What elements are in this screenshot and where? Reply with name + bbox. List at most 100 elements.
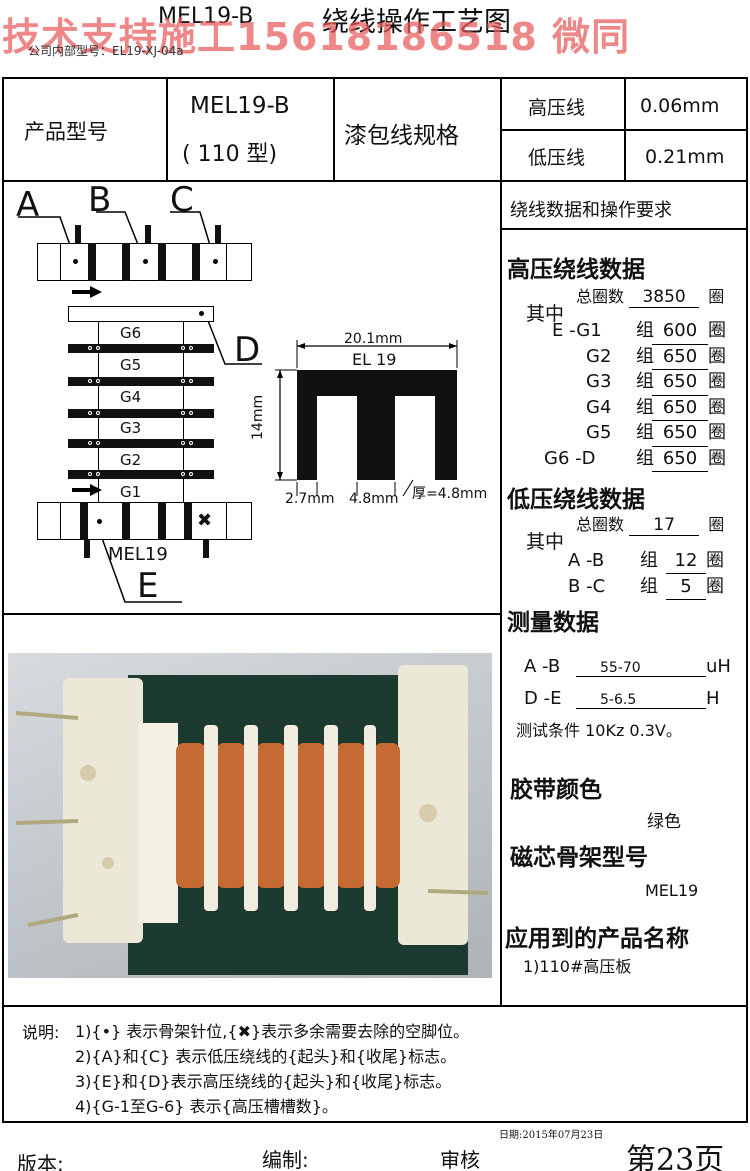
lv-total-label: 总圈数 [576, 515, 625, 534]
hv-row-unit: 圈 [708, 422, 726, 443]
bobbin-heading: 磁芯骨架型号 [510, 845, 648, 871]
note-line: 1){•} 表示骨架针位,{✖}表示多余需要去除的空脚位。 [75, 1022, 470, 1041]
pin-a-icon [73, 259, 78, 264]
measure-row-unit: H [706, 688, 720, 709]
pin-d-icon [199, 311, 204, 316]
label-a: A [16, 185, 40, 225]
hv-row-unit: 圈 [708, 371, 726, 392]
measure-heading: 测量数据 [507, 610, 599, 636]
hv-row-unit: 圈 [708, 396, 726, 418]
measure-row-name: A -B [524, 656, 561, 677]
bobbin-label: MEL19 [108, 544, 168, 565]
hv-row-group: 组 [636, 396, 654, 418]
arrow-right-icon [72, 484, 102, 496]
hv-wire-label: 高压线 [528, 97, 586, 119]
hv-row-name: E -G1 [552, 320, 602, 341]
note-line: 2){A}和{C} 表示低压绕线的{起头}和{收尾}标志。 [75, 1047, 457, 1066]
hv-row-value: 650 [652, 396, 708, 421]
lv-row-value: 12 [666, 548, 706, 574]
hv-wire-value: 0.06mm [640, 95, 720, 117]
notes-list: 1){•} 表示骨架针位,{✖}表示多余需要去除的空脚位。 2){A}和{C} … [75, 1019, 469, 1119]
hv-row-unit: 圈 [708, 447, 726, 469]
wire-spec-label: 漆包线规格 [344, 123, 459, 149]
lv-wire-label: 低压线 [528, 147, 586, 169]
product-model-type: ( 110 型) [182, 142, 278, 167]
hv-heading: 高压绕线数据 [507, 257, 645, 283]
hv-row-value: 650 [652, 421, 708, 447]
footer-page: 第23页 [626, 1143, 725, 1171]
application-value: 1)110#高压板 [523, 957, 632, 976]
arrow-right-icon [72, 286, 102, 298]
lv-row-name: B -C [568, 576, 606, 597]
lv-total-unit: 圈 [708, 515, 725, 534]
tape-heading: 胶带颜色 [510, 777, 602, 803]
measure-row-unit: uH [706, 656, 731, 677]
lv-row-unit: 圈 [706, 576, 724, 597]
hv-row-group: 组 [636, 422, 654, 443]
document-title-model: MEL19-B [158, 4, 254, 29]
footer-version: 版本: [17, 1152, 64, 1171]
lv-among-label: 其中 [526, 531, 565, 553]
groove-label-g5: G5 [120, 356, 142, 374]
pin-e-icon [97, 519, 102, 524]
core-leg-label: 2.7mm [285, 491, 335, 507]
hv-row-name: G3 [586, 371, 612, 392]
hv-row-name: G2 [586, 345, 612, 367]
hv-row-group: 组 [636, 371, 654, 392]
bottom-flange [37, 502, 252, 540]
pin-b-icon [143, 259, 148, 264]
pin-c-icon [213, 259, 218, 264]
note-line: 3){E}和{D}表示高压绕线的{起头}和{收尾}标志。 [75, 1072, 452, 1091]
groove-label-g3: G3 [120, 419, 142, 437]
hv-total-value: 3850 [629, 287, 700, 308]
footer-reviewer: 审核 [440, 1148, 480, 1171]
hv-end-bar [68, 306, 214, 322]
document-title: 绕线操作工艺图 [322, 7, 511, 38]
hv-row-group: 组 [636, 320, 654, 341]
label-b: B [88, 180, 112, 220]
measure-condition: 测试条件 10Kz 0.3V。 [516, 721, 682, 740]
hv-row-unit: 圈 [708, 345, 726, 367]
footer-editor: 编制: [262, 1148, 309, 1171]
note-line: 4){G-1至G-6} 表示{高压槽槽数}。 [75, 1097, 338, 1116]
hv-row-name: G5 [586, 422, 612, 443]
measure-row-name: D -E [524, 688, 562, 709]
hv-row-value: 650 [652, 370, 708, 396]
document-frame [2, 77, 748, 1123]
remove-pin-icon: ✖ [197, 510, 213, 531]
tape-value: 绿色 [647, 812, 681, 832]
label-e: E [137, 566, 159, 606]
label-c: C [170, 180, 194, 220]
hv-row-name: G6 -D [544, 447, 596, 469]
hv-among-label: 其中 [526, 303, 565, 325]
product-model-label: 产品型号 [24, 120, 108, 144]
hv-row-unit: 圈 [708, 320, 726, 341]
label-d: D [234, 330, 261, 370]
hv-row-value: 650 [652, 345, 708, 370]
section-title: 绕线数据和操作要求 [510, 200, 672, 221]
core-height-label: 14mm [250, 394, 266, 440]
core-thickness-label: 厚=4.8mm [412, 486, 488, 502]
lv-heading: 低压绕线数据 [507, 487, 645, 513]
measure-row-value: 55-70 [576, 660, 706, 677]
transformer-photo [8, 653, 492, 978]
lv-row-group: 组 [640, 550, 658, 571]
hv-row-value: 600 [652, 319, 708, 345]
product-model-name: MEL19-B [190, 93, 290, 119]
groove-label-g4: G4 [120, 388, 142, 406]
internal-model-label: 公司内部型号： [28, 44, 113, 58]
internal-model: 公司内部型号：EL19-XJ-04a [28, 42, 184, 59]
hv-total-unit: 圈 [708, 287, 725, 306]
groove-stack [68, 322, 214, 502]
hv-row-group: 组 [636, 447, 654, 469]
hv-row-value: 650 [652, 447, 708, 472]
footer-date: 日期:2015年07月23日 [499, 1130, 604, 1141]
lv-row-group: 组 [640, 576, 658, 597]
notes-prefix: 说明: [22, 1023, 60, 1042]
core-center-label: 4.8mm [349, 491, 399, 507]
hv-row-name: G4 [586, 396, 612, 418]
lv-wire-value: 0.21mm [645, 146, 725, 168]
